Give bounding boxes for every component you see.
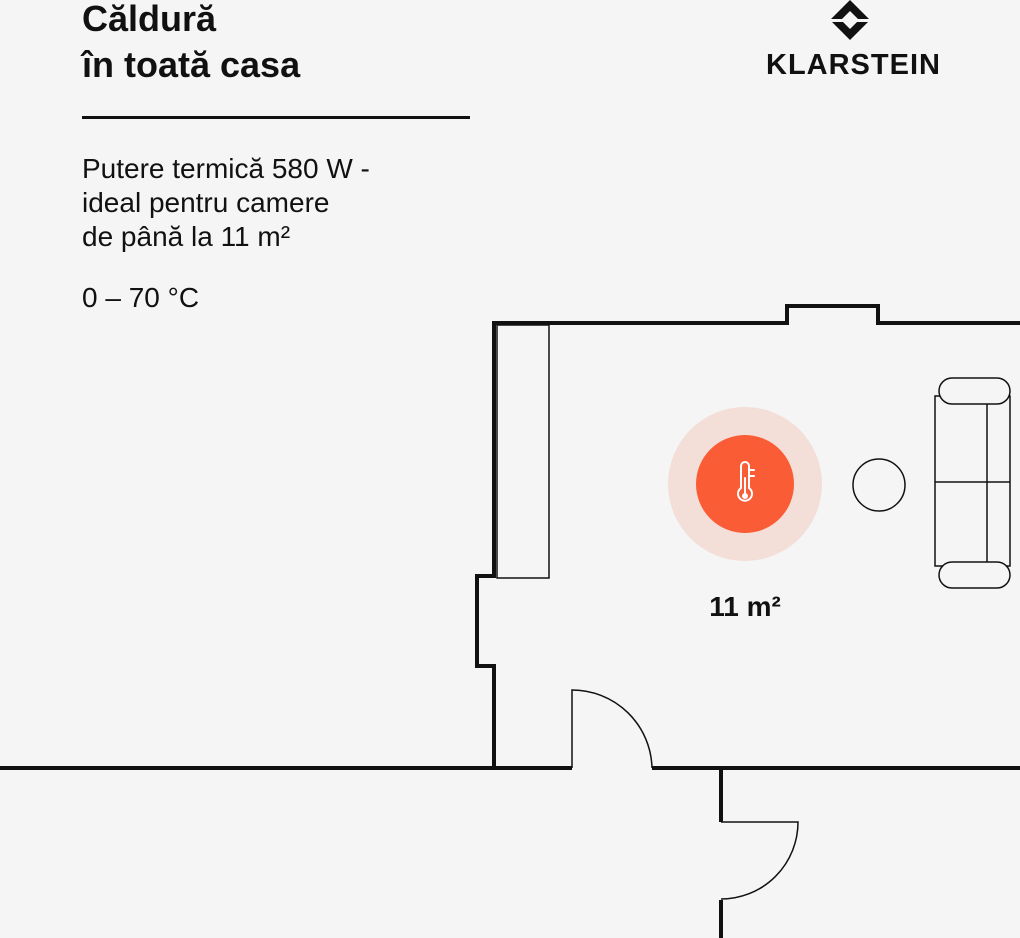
wall-cabinet <box>496 324 550 579</box>
brand-name: KLARSTEIN <box>766 49 941 81</box>
brand-logo: KLARSTEIN <box>762 0 942 81</box>
spec-line-2: ideal pentru camere <box>82 187 330 218</box>
temperature-range: 0 – 70 °C <box>82 282 200 313</box>
page-title: Căldură în toată casa <box>82 0 300 88</box>
title-line-2: în toată casa <box>82 44 301 85</box>
power-spec: Putere termică 580 W - ideal pentru came… <box>82 152 482 254</box>
thermometer-icon <box>737 461 755 502</box>
room-wall <box>475 304 1020 768</box>
title-divider <box>82 116 470 119</box>
spec-line-3: de până la 11 m² <box>82 221 291 252</box>
klarstein-diamond-logo-icon <box>828 0 872 40</box>
title-line-1: Căldură <box>82 0 217 39</box>
side-table <box>852 458 906 512</box>
door-swing-1 <box>571 689 653 769</box>
room-area-label: 11 m² <box>709 591 781 622</box>
door-swing-2 <box>720 821 799 900</box>
sofa <box>934 377 1011 589</box>
spec-line-1: Putere termică 580 W - <box>82 153 370 184</box>
